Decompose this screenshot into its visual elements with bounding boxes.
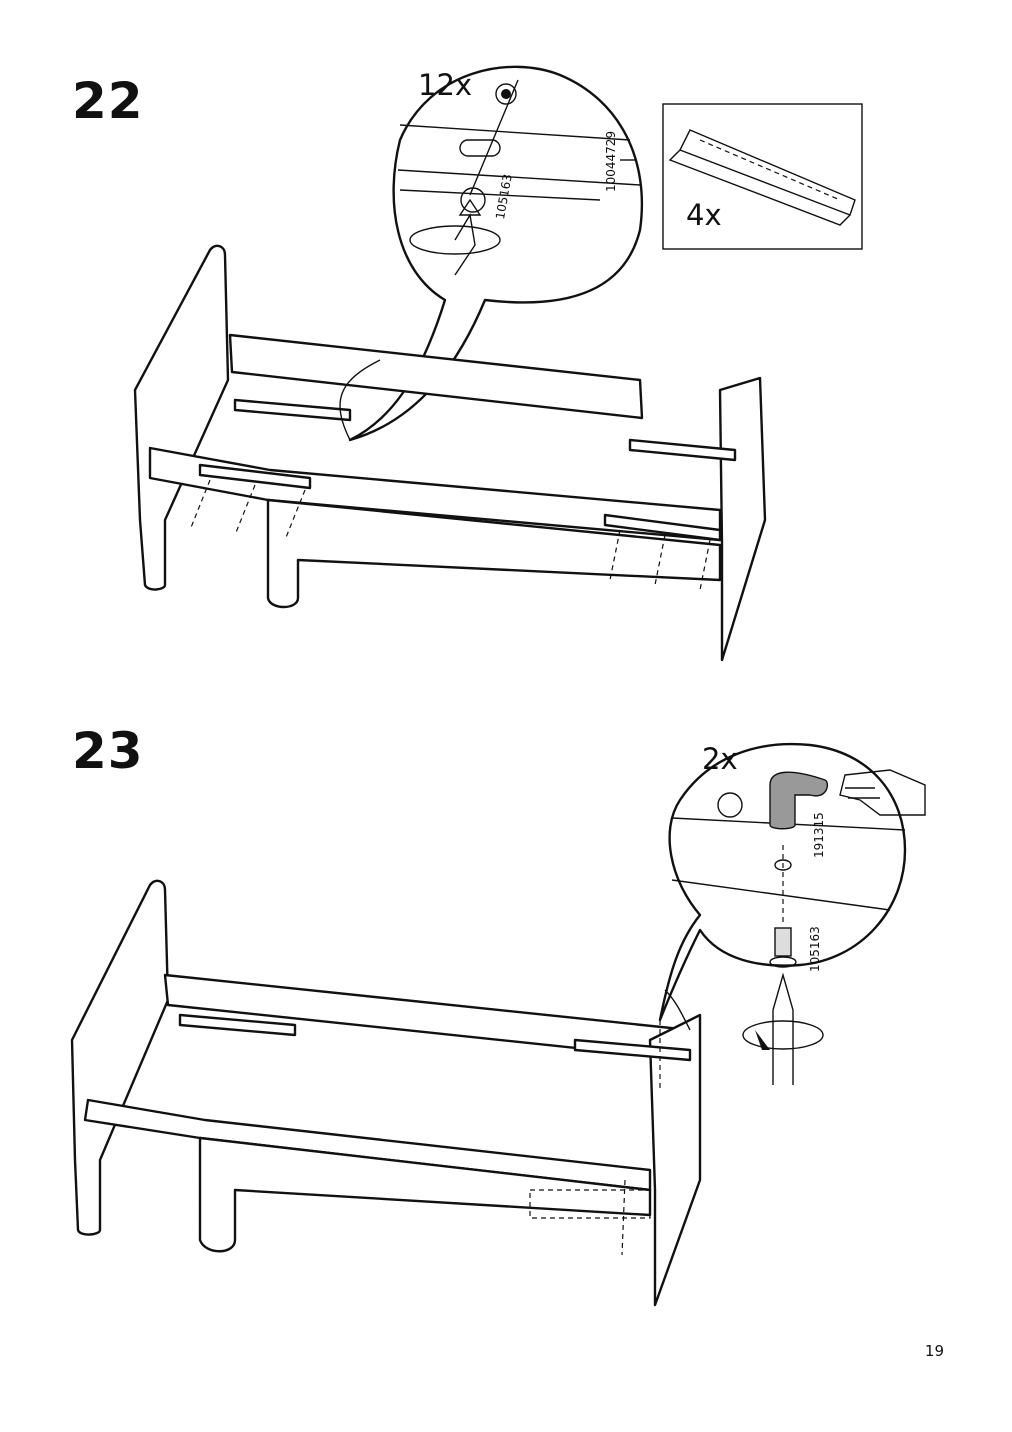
screwdriver-icon xyxy=(772,972,794,1085)
pointing-hand-icon xyxy=(839,769,926,816)
cap-icon xyxy=(769,771,828,830)
step-23-detail-circle xyxy=(658,742,926,1085)
screw-icon xyxy=(717,792,743,818)
step-23-part-number-screw: 105163 xyxy=(808,926,822,972)
step-22-detail-circle xyxy=(348,65,644,442)
page-number: 19 xyxy=(924,1342,944,1360)
screw-head-icon xyxy=(495,83,517,105)
step-22-inset-quantity: 4x xyxy=(686,198,722,232)
step-22-bed-frame xyxy=(133,244,767,662)
step-23-detail-quantity: 2x xyxy=(702,742,738,776)
step-22-inset-box xyxy=(662,103,863,250)
step-23-number: 23 xyxy=(72,722,144,780)
step-22-detail-quantity: 12x xyxy=(418,68,473,102)
step-22-number: 22 xyxy=(72,72,144,130)
step-23-bed-frame xyxy=(70,879,702,1307)
step-23-part-number-cap: 191315 xyxy=(812,812,826,858)
